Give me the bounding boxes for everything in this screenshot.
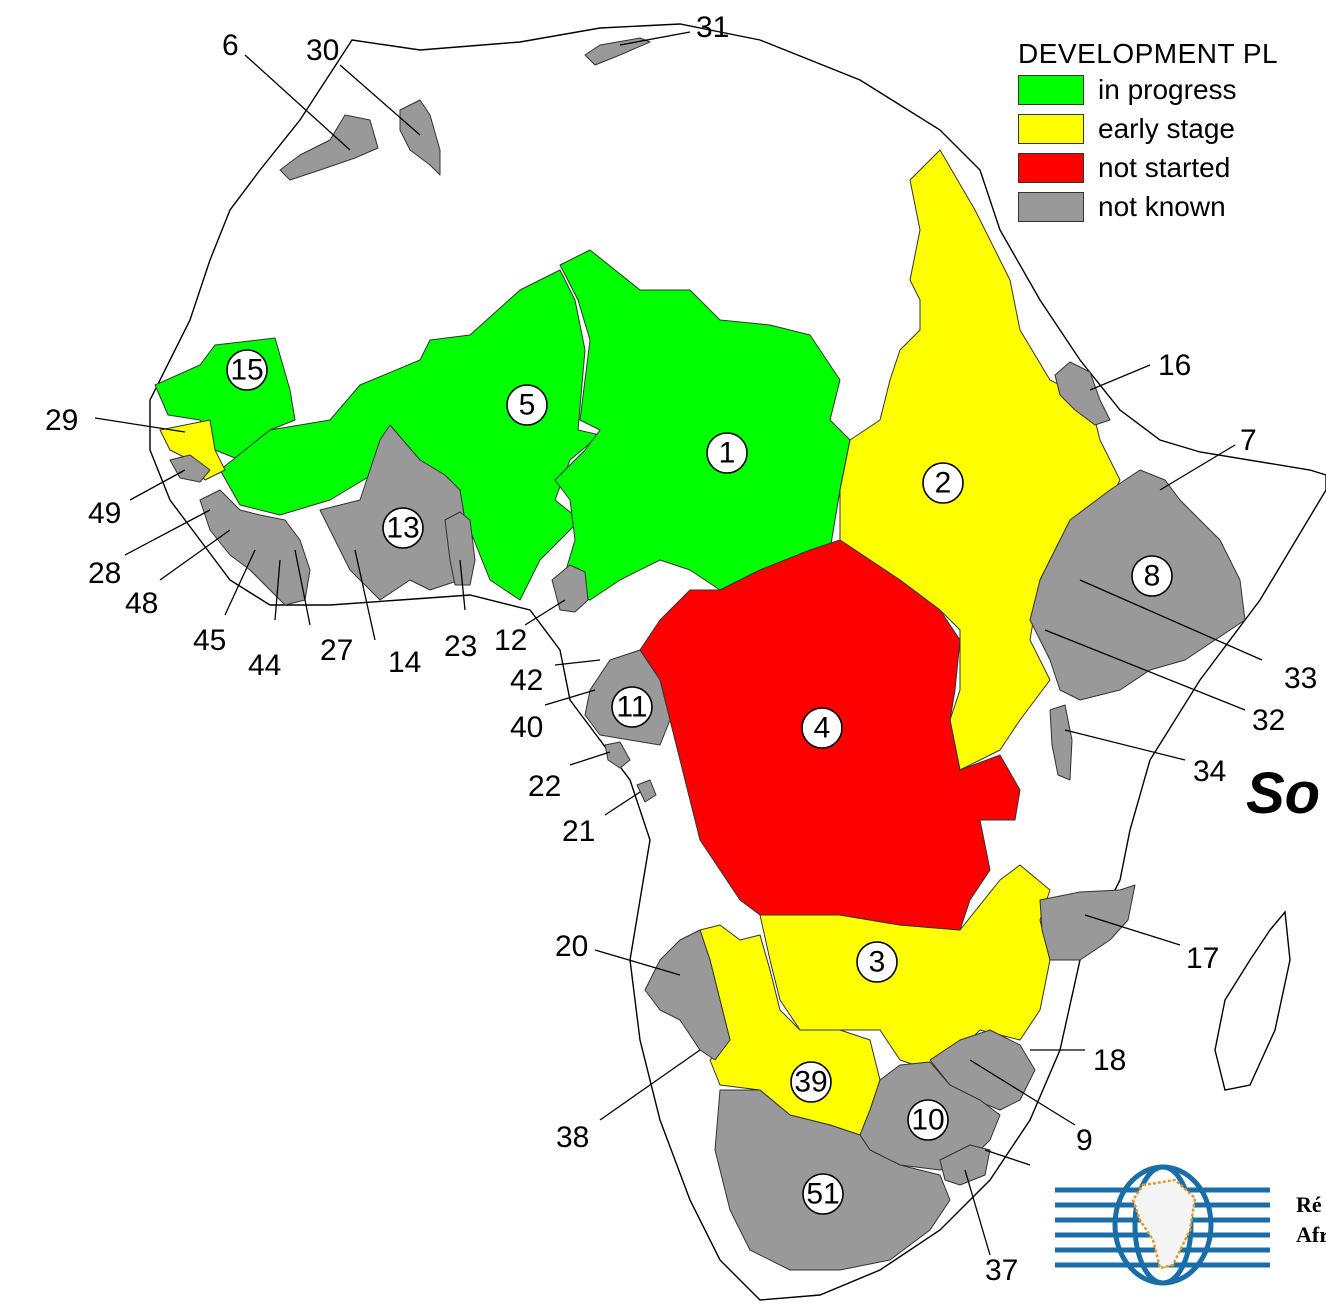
callout-20: 20 <box>555 930 588 963</box>
badge-10: 10 <box>907 1099 949 1141</box>
callout-31: 31 <box>696 11 729 44</box>
legend-label: in progress <box>1098 73 1237 105</box>
badge-51: 51 <box>802 1173 844 1215</box>
callout-17: 17 <box>1186 942 1219 975</box>
basin-31 <box>584 37 651 66</box>
legend-title: DEVELOPMENT PL <box>1018 38 1279 69</box>
network-logo-icon <box>1055 1164 1270 1286</box>
callout-18: 18 <box>1093 1044 1126 1077</box>
basin-21 <box>636 779 657 803</box>
legend-item-not-known: not known <box>1018 187 1326 226</box>
svg-text:5: 5 <box>519 389 536 422</box>
callout-6: 6 <box>222 29 239 62</box>
svg-text:8: 8 <box>1144 560 1161 593</box>
madagascar-coastline <box>1214 910 1291 1091</box>
svg-text:10: 10 <box>911 1104 944 1137</box>
callout-7: 7 <box>1240 424 1257 457</box>
callout-29: 29 <box>45 404 78 437</box>
legend-swatch <box>1018 152 1084 183</box>
callout-49: 49 <box>88 497 121 530</box>
badge-5: 5 <box>506 384 548 426</box>
callout-32: 32 <box>1252 704 1285 737</box>
legend-label: not started <box>1098 151 1231 183</box>
callout-9: 9 <box>1076 1124 1093 1157</box>
svg-text:15: 15 <box>230 354 263 387</box>
legend-swatch <box>1018 74 1084 105</box>
basin-30 <box>399 99 441 176</box>
callout-12: 12 <box>494 624 527 657</box>
basin-6 <box>279 114 379 181</box>
callout-16: 16 <box>1158 349 1191 382</box>
basin-12 <box>551 564 589 613</box>
badge-8: 8 <box>1131 555 1173 597</box>
badge-4: 4 <box>801 707 843 749</box>
basin-1 <box>554 249 851 601</box>
callout-28: 28 <box>88 557 121 590</box>
callout-40: 40 <box>510 711 543 744</box>
logo-text-line2: Afr <box>1296 1222 1326 1247</box>
badge-2: 2 <box>922 462 964 504</box>
badge-39: 39 <box>790 1061 832 1103</box>
callout-42: 42 <box>510 664 543 697</box>
basin-22 <box>604 741 631 769</box>
svg-text:51: 51 <box>806 1178 839 1211</box>
badge-15: 15 <box>226 349 268 391</box>
svg-text:1: 1 <box>719 437 736 470</box>
badge-1: 1 <box>706 432 748 474</box>
legend-swatch <box>1018 191 1084 222</box>
callout-27: 27 <box>320 634 353 667</box>
callout-45: 45 <box>193 624 226 657</box>
legend-item-in-progress: in progress <box>1018 70 1326 109</box>
svg-text:4: 4 <box>814 712 831 745</box>
basin-17 <box>1039 884 1136 961</box>
callout-44: 44 <box>248 649 281 682</box>
callout-23: 23 <box>444 630 477 663</box>
callout-22: 22 <box>528 770 561 803</box>
legend-item-not-started: not started <box>1018 148 1326 187</box>
svg-text:11: 11 <box>616 691 647 724</box>
legend-swatch <box>1018 113 1084 144</box>
basin-29 <box>159 419 226 481</box>
callout-33: 33 <box>1284 662 1317 695</box>
africa-coastline <box>149 23 1326 1301</box>
basin-37 <box>939 1144 991 1186</box>
callout-21: 21 <box>562 815 595 848</box>
callout-14: 14 <box>388 646 421 679</box>
svg-text:13: 13 <box>386 512 419 545</box>
legend: DEVELOPMENT PL in progress early stage n… <box>1018 38 1326 226</box>
basin-west-coast <box>199 489 311 606</box>
callout-34: 34 <box>1193 755 1226 788</box>
cropped-heading-text: So <box>1246 761 1321 826</box>
callout-30: 30 <box>306 34 339 67</box>
svg-text:3: 3 <box>869 946 886 979</box>
logo-text-line1: Ré <box>1296 1192 1322 1217</box>
leader-lines <box>94 31 1263 1256</box>
basin-16 <box>1054 361 1111 426</box>
badge-11: 11 <box>611 686 653 728</box>
badge-3: 3 <box>856 941 898 983</box>
basin-49 <box>169 454 211 483</box>
callout-48: 48 <box>125 587 158 620</box>
basin-34 <box>1049 704 1073 781</box>
basin-23 <box>444 511 476 586</box>
svg-text:2: 2 <box>935 467 952 500</box>
callout-38: 38 <box>556 1121 589 1154</box>
svg-text:39: 39 <box>794 1066 827 1099</box>
legend-label: not known <box>1098 190 1226 222</box>
badge-13: 13 <box>382 507 424 549</box>
legend-item-early-stage: early stage <box>1018 109 1326 148</box>
legend-label: early stage <box>1098 112 1235 144</box>
basin-20 <box>644 929 731 1061</box>
callout-37: 37 <box>985 1254 1018 1287</box>
